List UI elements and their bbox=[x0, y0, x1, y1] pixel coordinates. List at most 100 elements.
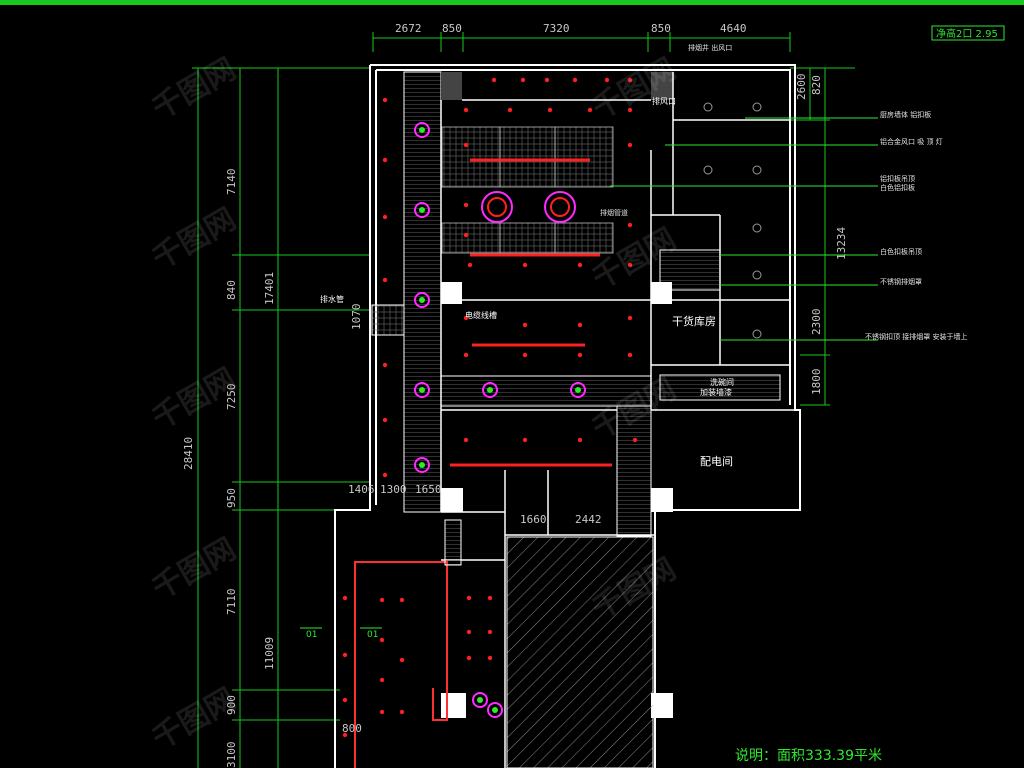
water-pipe-box bbox=[371, 304, 405, 336]
light-dot bbox=[522, 262, 528, 268]
annotation-2: 铝合金风口 吸 顶 灯 bbox=[880, 137, 943, 146]
left-dim-lower: 11009 bbox=[263, 637, 276, 670]
room-wash: 洗碗间 bbox=[710, 377, 734, 387]
lower-room-outline bbox=[354, 561, 448, 768]
annotation-3b: 白色铝扣板 bbox=[880, 183, 915, 192]
light-dot bbox=[379, 597, 385, 603]
lower-corridor-hatch bbox=[444, 519, 462, 566]
left-seg-1: 7140 bbox=[225, 169, 238, 196]
left-seg-5: 7110 bbox=[225, 589, 238, 616]
top-dim-1: 2672 bbox=[395, 22, 422, 35]
light-dot bbox=[522, 437, 528, 443]
ceiling-diffusers bbox=[703, 102, 762, 339]
light-dot bbox=[467, 262, 473, 268]
top-dim-3: 7320 bbox=[543, 22, 570, 35]
light-dot bbox=[522, 352, 528, 358]
small-dim-4: 1650 bbox=[415, 483, 442, 496]
annotation-4: 白色扣板吊顶 bbox=[880, 247, 922, 256]
left-seg-3: 7250 bbox=[225, 384, 238, 411]
light-dot bbox=[382, 472, 388, 478]
small-dim-5: 800 bbox=[342, 722, 362, 735]
small-dim-7: 1660 bbox=[520, 513, 547, 526]
small-dim-1: 1070 bbox=[350, 304, 363, 331]
decorative-lamp-center bbox=[419, 297, 425, 303]
annotation-hood: 排烟管道 bbox=[600, 208, 628, 217]
annotation-leaders bbox=[610, 117, 878, 341]
light-dot bbox=[627, 352, 633, 358]
light-dot bbox=[487, 655, 493, 661]
light-dot bbox=[342, 697, 348, 703]
decorative-lamp bbox=[487, 702, 503, 718]
light-dot bbox=[466, 595, 472, 601]
section-label-2: 01 bbox=[367, 630, 378, 640]
light-dot bbox=[466, 655, 472, 661]
small-dim-2: 1406 bbox=[348, 483, 375, 496]
small-dim-8: 2442 bbox=[575, 513, 602, 526]
decorative-lamp-center bbox=[419, 387, 425, 393]
left-seg-7: 3100 bbox=[225, 742, 238, 768]
light-dot bbox=[399, 597, 405, 603]
ceiling-light-fixtures bbox=[342, 77, 638, 738]
light-dot bbox=[382, 417, 388, 423]
watermark-2: 千图网 bbox=[147, 202, 242, 277]
decorative-lamp-center bbox=[575, 387, 581, 393]
right-dim-4: 1800 bbox=[810, 369, 823, 396]
right-dim-2: 13234 bbox=[835, 227, 848, 260]
light-dot bbox=[463, 232, 469, 238]
left-dim-total: 28410 bbox=[182, 437, 195, 470]
decorative-lamp-center bbox=[492, 707, 498, 713]
light-dot bbox=[627, 77, 633, 83]
light-dot bbox=[379, 709, 385, 715]
light-dot bbox=[487, 595, 493, 601]
top-dim-4: 850 bbox=[651, 22, 671, 35]
light-dot bbox=[379, 677, 385, 683]
light-dot bbox=[399, 657, 405, 663]
decorative-lamp-center bbox=[419, 127, 425, 133]
hatched-floor-area bbox=[506, 536, 654, 768]
decorative-lamp bbox=[414, 292, 430, 308]
light-dot bbox=[466, 629, 472, 635]
light-dot bbox=[522, 322, 528, 328]
ceiling-height-box bbox=[931, 25, 1005, 41]
annotation-5: 不锈钢排烟罩 bbox=[880, 277, 922, 286]
right-corridor-ceiling bbox=[616, 405, 652, 537]
label-exhaust: 排风口 bbox=[652, 96, 676, 106]
light-dot bbox=[627, 142, 633, 148]
light-dot bbox=[463, 107, 469, 113]
light-dot bbox=[520, 77, 526, 83]
kitchen-ceiling-panels bbox=[441, 126, 614, 254]
column-top-left bbox=[441, 72, 462, 100]
label-cable-tray: 电缆线槽 bbox=[465, 310, 497, 320]
column-top-right bbox=[651, 72, 673, 100]
decorative-lamp bbox=[472, 692, 488, 708]
light-dot bbox=[627, 262, 633, 268]
light-dot bbox=[463, 202, 469, 208]
light-dot bbox=[382, 214, 388, 220]
annotation-1: 厨房墙体 铝扣板 bbox=[880, 110, 931, 119]
left-dimension-lines bbox=[192, 67, 370, 768]
light-dot bbox=[627, 222, 633, 228]
light-dot bbox=[379, 637, 385, 643]
light-dot bbox=[382, 97, 388, 103]
watermark-3: 千图网 bbox=[147, 362, 242, 437]
light-dot bbox=[572, 77, 578, 83]
right-dim-1: 2600 bbox=[795, 74, 808, 101]
left-seg-4: 950 bbox=[225, 488, 238, 508]
left-seg-6: 900 bbox=[225, 695, 238, 715]
structural-columns bbox=[441, 282, 673, 718]
label-water-pipe: 排水管 bbox=[320, 294, 344, 304]
light-dot bbox=[507, 107, 513, 113]
round-exhaust-hoods bbox=[481, 191, 576, 223]
light-dot bbox=[399, 709, 405, 715]
decorative-lamp-center bbox=[477, 697, 483, 703]
interior-walls bbox=[440, 72, 800, 768]
left-dim-upper: 17401 bbox=[263, 272, 276, 305]
light-dot bbox=[627, 107, 633, 113]
decorative-lamp-center bbox=[487, 387, 493, 393]
left-corridor-ceiling bbox=[403, 71, 442, 513]
annotation-top: 排烟井 出风口 bbox=[688, 43, 732, 52]
right-dim-5: 820 bbox=[810, 75, 823, 95]
ceiling-height-label: 净高2口 2.95 bbox=[936, 27, 998, 40]
section-label-1: 01 bbox=[306, 630, 317, 640]
